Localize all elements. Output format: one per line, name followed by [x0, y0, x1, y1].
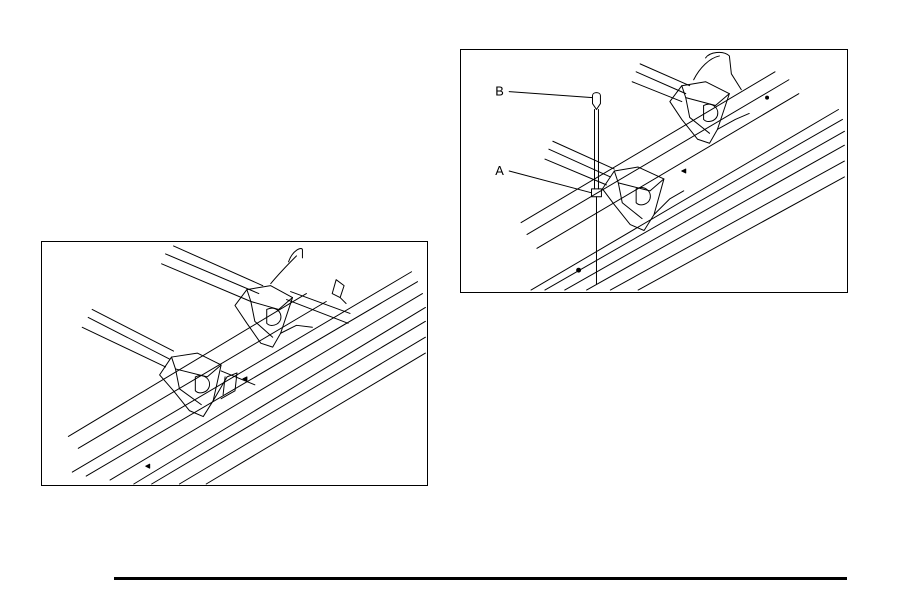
- crossbar-front: [82, 309, 255, 384]
- rail-end-bracket: [332, 280, 346, 304]
- clamp-front: [602, 167, 683, 230]
- fastener-tool: [592, 93, 602, 284]
- side-rail-lines: [521, 72, 844, 290]
- crossbar-rear: [162, 246, 350, 323]
- callout-label-b: B: [495, 84, 504, 99]
- callout-label-a: A: [495, 163, 504, 178]
- callout-leaders: [509, 92, 592, 193]
- crossbar-rear: [632, 52, 741, 101]
- roof-rack-illustration: [42, 242, 427, 485]
- clamp-front: [160, 353, 237, 416]
- figure-roof-rack-crossbar-fastener: B A: [460, 49, 848, 293]
- footer-rule: [114, 577, 847, 580]
- figure-roof-rack-crossbars: [41, 241, 428, 486]
- crossbar-front: [545, 141, 614, 185]
- roof-rack-fastener-illustration: B A: [461, 50, 847, 292]
- clamp-rear: [670, 82, 749, 143]
